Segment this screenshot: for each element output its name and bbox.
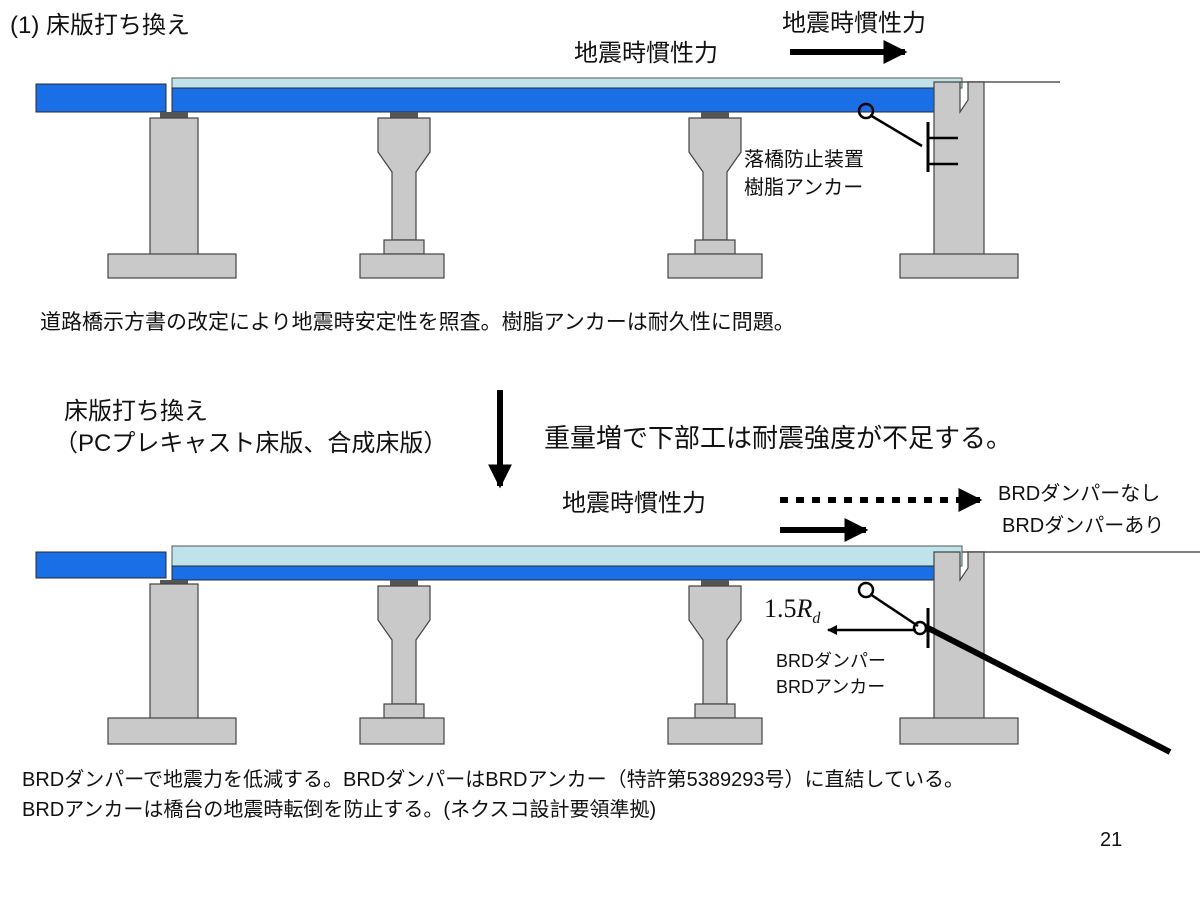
- left-approach-girder-2: [35, 551, 167, 579]
- note-2-line-1: BRDダンパーで地震力を低減する。BRDダンパーはBRDアンカー（特許第5389…: [22, 769, 964, 791]
- abutment: [899, 81, 1019, 279]
- force-label-arrow: 地震時慣性力: [782, 10, 926, 37]
- top-bridge: [35, 40, 1060, 279]
- middle-pier-4: [667, 580, 763, 745]
- left-approach-girder: [35, 83, 167, 113]
- slide-title: (1) 床版打ち換え: [10, 12, 190, 39]
- main-girder: [171, 87, 961, 113]
- main-girder-2: [171, 565, 961, 581]
- device-label-1: 落橋防止装置: [744, 149, 864, 171]
- brd-damper: [827, 581, 1172, 755]
- consequence-text: 重量増で下部工は耐震強度が不足する。: [544, 423, 1013, 453]
- legend-without: BRDダンパーなし: [998, 483, 1161, 505]
- legend-with: BRDダンパーあり: [1002, 515, 1165, 537]
- transition-label-2: （PCプレキャスト床版、合成床版）: [54, 430, 448, 457]
- deck-slab: [171, 77, 963, 89]
- fall-prevention-device: [857, 102, 958, 172]
- page-number: 21: [1100, 829, 1123, 851]
- abutment-2: [899, 551, 1019, 745]
- note-1: 道路橋示方書の改定により地震時安定性を照査。樹脂アンカーは耐久性に問題。: [40, 311, 795, 334]
- deck-slab-thick: [171, 545, 963, 567]
- brd-damper-label: BRDダンパー: [776, 651, 887, 671]
- force-symbol-coef: 1.5: [764, 594, 797, 623]
- left-pier-2: [107, 580, 237, 745]
- force-symbol-var: R: [796, 594, 813, 623]
- middle-pier-1: [359, 112, 445, 279]
- brd-anchor: [926, 625, 1172, 755]
- force-symbol: 1.5Rd: [764, 596, 820, 627]
- force-label-deck: 地震時慣性力: [574, 40, 718, 67]
- bottom-bridge: [35, 488, 1200, 755]
- middle-pier-2: [667, 112, 763, 279]
- middle-pier-3: [359, 580, 445, 745]
- transition-label-1: 床版打ち換え: [64, 398, 208, 425]
- force-symbol-sub: d: [812, 610, 821, 628]
- note-2-line-2: BRDアンカーは橋台の地震時転倒を防止する。(ネクスコ設計要領準拠): [22, 799, 657, 821]
- left-pier: [107, 112, 237, 279]
- force-label-bottom: 地震時慣性力: [562, 490, 706, 517]
- device-label-2: 樹脂アンカー: [744, 177, 864, 199]
- brd-anchor-label: BRDアンカー: [776, 677, 886, 697]
